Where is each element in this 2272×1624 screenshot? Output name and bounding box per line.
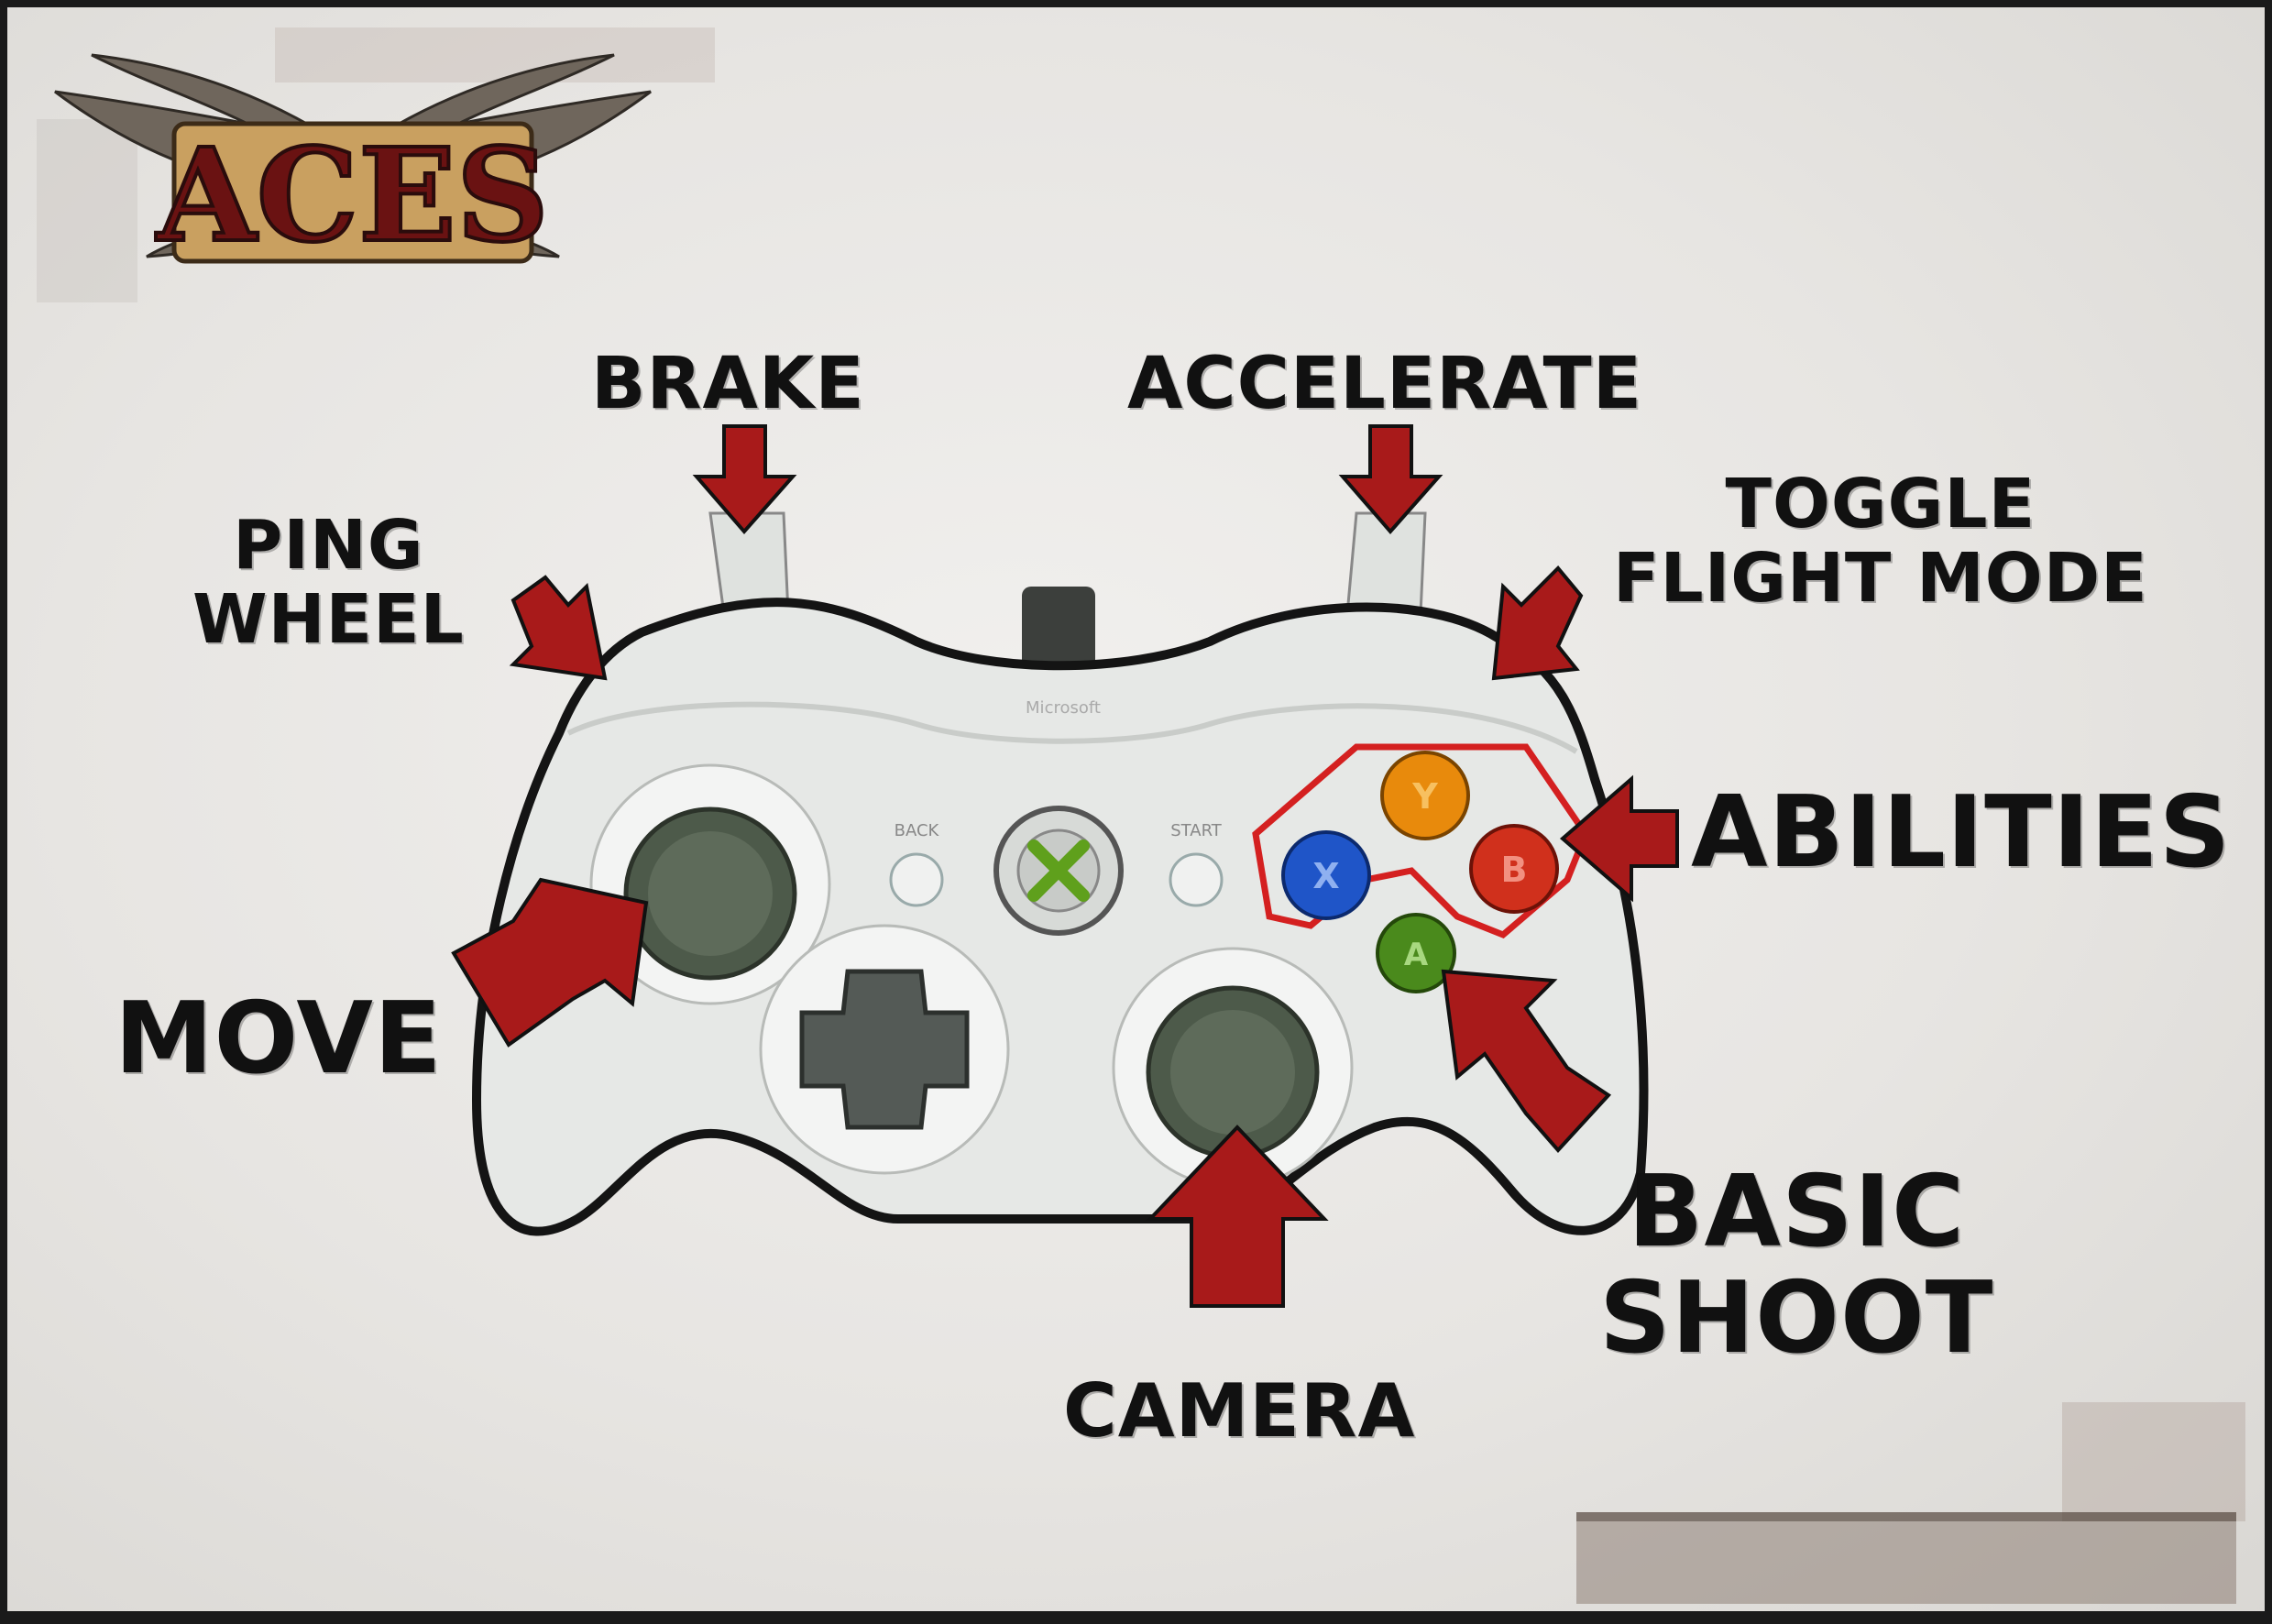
- button-a[interactable]: A: [1376, 913, 1456, 993]
- label-toggle-flight-mode: TOGGLE FLIGHT MODE: [1613, 465, 2148, 619]
- label-abilities: ABILITIES: [1691, 775, 2232, 890]
- brand-label: Microsoft: [1026, 698, 1101, 718]
- brake-arrow: [692, 424, 797, 535]
- dpad[interactable]: [799, 969, 970, 1130]
- abilities-highlight: [1252, 743, 1589, 939]
- svg-text:A: A: [1404, 937, 1429, 973]
- svg-text:B: B: [1501, 850, 1528, 890]
- back-label: BACK: [895, 821, 940, 840]
- toggle-flight-mode-arrow: [1491, 565, 1584, 681]
- svg-text:X: X: [1312, 856, 1339, 896]
- charging-port: [1022, 587, 1095, 669]
- basic-shoot-arrow: [1441, 969, 1612, 1153]
- label-camera: CAMERA: [1063, 1368, 1416, 1454]
- aces-logo: ACES: [54, 53, 652, 273]
- label-basic-shoot: BASIC SHOOT: [1599, 1155, 1994, 1376]
- back-button[interactable]: [889, 852, 944, 907]
- label-brake: BRAKE: [591, 343, 865, 425]
- abilities-arrow: [1559, 774, 1679, 903]
- accelerate-arrow: [1338, 424, 1443, 535]
- label-ping-wheel: PING WHEEL: [192, 506, 465, 660]
- move-arrow: [451, 877, 649, 1048]
- label-move: MOVE: [115, 982, 443, 1096]
- svg-text:Y: Y: [1411, 776, 1438, 817]
- label-accelerate: ACCELERATE: [1127, 343, 1642, 425]
- guide-x-icon: [1027, 839, 1090, 902]
- button-b[interactable]: B: [1469, 824, 1559, 914]
- ping-wheel-arrow: [509, 575, 608, 681]
- start-button[interactable]: [1169, 852, 1224, 907]
- button-y[interactable]: Y: [1380, 751, 1470, 840]
- start-label: START: [1170, 821, 1223, 840]
- button-x[interactable]: X: [1281, 830, 1371, 920]
- logo-text: ACES: [155, 121, 549, 271]
- camera-arrow: [1146, 1125, 1329, 1308]
